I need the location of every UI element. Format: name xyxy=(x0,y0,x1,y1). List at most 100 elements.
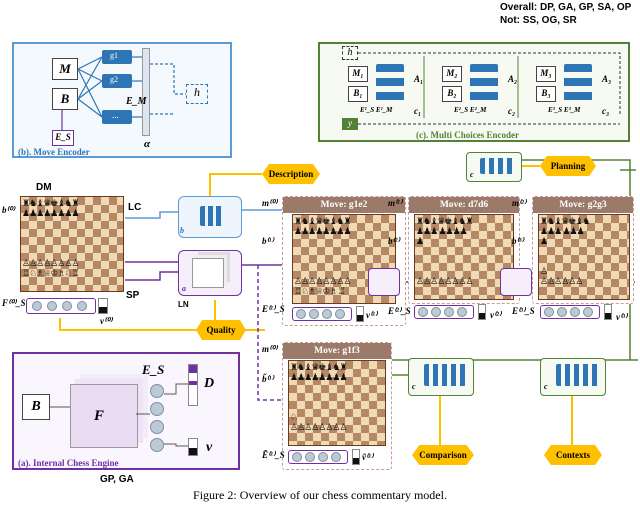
v-label: v xyxy=(206,440,213,455)
lc-encoder-cells xyxy=(200,206,224,226)
a1-label: A₁ xyxy=(414,74,424,84)
v-output xyxy=(188,438,198,456)
feature-node xyxy=(583,307,593,317)
feature-node xyxy=(457,307,467,317)
c2-label: c₂ xyxy=(508,106,516,116)
description-task: Description xyxy=(262,164,320,184)
engine-node xyxy=(150,438,164,452)
planning-task: Planning xyxy=(540,156,596,176)
contexts-cells xyxy=(556,364,598,386)
fs0-node xyxy=(32,301,42,311)
dm-pieces: ♜♞♝♛♚♝♞♜♟♟♟♟♟♟♟♟♙♙♙♙♙♙♙♙♖♘♗♕♔♗♘♖ xyxy=(22,198,80,278)
move-b-label: b⁽¹⁾ xyxy=(262,236,274,246)
move-pieces: ♜♞♝♛♚♝♞♜♟♟♟♟♟♟♟♟♙♙♙♙♙♙♙♙♖♘♗♕♔♗ ♖ xyxy=(294,216,352,296)
g3-label: ... xyxy=(112,110,119,120)
b1-box: B₁ xyxy=(348,86,368,102)
move-b-label: b⁽²⁾ xyxy=(388,236,400,246)
d-output xyxy=(188,364,198,406)
feature-node xyxy=(296,309,306,319)
move-title: Move: g1f3 xyxy=(283,343,391,359)
move-v-label: v⁽¹⁾ xyxy=(366,310,378,320)
comparison-cells xyxy=(424,364,466,386)
multi-choice-caption: (c). Multi Choices Encoder xyxy=(416,130,519,140)
move-title: Move: g2g3 xyxy=(533,197,633,213)
move-e-label: Ẽ⁽¹⁾_S xyxy=(262,450,285,460)
move-v-label: v⁽³⁾ xyxy=(616,312,628,322)
move-box: M xyxy=(52,58,78,80)
planning-cells xyxy=(480,158,516,174)
dm-label: DM xyxy=(36,182,52,193)
m2-box: M₂ xyxy=(442,66,462,82)
a2-label: A₂ xyxy=(508,74,518,84)
chess-engine-panel: B F E_S D v (a). Internal Chess Engine xyxy=(12,352,240,470)
move-v-label: ṽ⁽¹⁾ xyxy=(362,452,374,462)
value-box xyxy=(604,304,612,320)
engine-node xyxy=(150,384,164,398)
g2-cell xyxy=(102,74,132,88)
e2-label: E²_S E²_M xyxy=(454,106,487,114)
group1-cells xyxy=(376,64,404,104)
feature-node xyxy=(331,452,341,462)
feature-node xyxy=(570,307,580,317)
feature-node xyxy=(292,452,302,462)
engine-f-stack xyxy=(70,384,138,448)
move-m-label: m⁽⁰⁾ xyxy=(262,198,278,208)
v0-label: v⁽⁰⁾ xyxy=(100,316,113,326)
d-label: D xyxy=(204,376,215,391)
feature-node xyxy=(318,452,328,462)
engine-board-box: B xyxy=(22,394,50,420)
engine-node xyxy=(150,402,164,416)
fs0-node xyxy=(77,301,87,311)
g1-cell xyxy=(102,50,132,64)
move-board xyxy=(288,360,386,446)
h-box-c: h xyxy=(342,46,358,60)
move-title: Move: g1e2 xyxy=(283,197,405,213)
lc-label: LC xyxy=(128,202,142,213)
move-board xyxy=(414,214,514,300)
planning-c: c xyxy=(470,170,474,179)
not-line: Not: SS, OG, SR xyxy=(500,15,577,26)
fs0-label: F⁽⁰⁾_S xyxy=(2,298,26,308)
move-pieces: ♜♞♝♛♚♝♞♜♟♟♟♟♟♟♟♟ ♘♙♙♙♙♙♙♙♙ xyxy=(290,362,348,432)
group3-cells xyxy=(564,64,592,104)
group2-cells xyxy=(470,64,498,104)
value-box xyxy=(478,304,486,320)
lc-encoder-tag: b xyxy=(180,226,184,235)
c1-label: c₁ xyxy=(414,106,422,116)
move-m-label: m⁽⁰⁾ xyxy=(262,344,278,354)
feature-node xyxy=(444,307,454,317)
move-pieces: ♜♞♝♛♚♝♞♜♟♟♟ ♟♟♟♟ ♟♙♙♙♙♙♙♙♙ xyxy=(416,216,474,286)
b2-box: B₂ xyxy=(442,86,462,102)
move-board xyxy=(538,214,630,300)
a3-label: A₃ xyxy=(602,74,612,84)
fs0-node xyxy=(47,301,57,311)
board-box: B xyxy=(52,88,78,110)
feature-node xyxy=(544,307,554,317)
comparison-task: Comparison xyxy=(412,445,474,465)
m1-box: M₁ xyxy=(348,66,368,82)
move-e-label: E⁽¹⁾_S xyxy=(262,304,285,314)
move-e-label: E⁽³⁾_S xyxy=(512,306,535,316)
move-encoder-panel: M B E_S g1 g2 ... E_M α h (b). Move Enco… xyxy=(12,42,232,158)
figure-caption: Figure 2: Overview of our chess commenta… xyxy=(193,488,447,502)
move-e-label: E⁽²⁾_S xyxy=(388,306,411,316)
m3-box: M₃ xyxy=(536,66,556,82)
overall-summary: Overall: DP, GA, GP, SA, OP Not: SS, OG,… xyxy=(500,1,631,27)
e3-label: E³_S E³_M xyxy=(548,106,581,114)
transition-block xyxy=(368,268,400,296)
sp-label: SP xyxy=(126,290,140,301)
b3-box: B₃ xyxy=(536,86,556,102)
c3-label: c₃ xyxy=(602,106,610,116)
b0-label: b⁽⁰⁾ xyxy=(2,205,15,215)
feature-node xyxy=(309,309,319,319)
engine-node xyxy=(150,420,164,434)
g3-cell xyxy=(102,110,132,124)
feature-node xyxy=(322,309,332,319)
move-m-label: m⁽²⁾ xyxy=(512,198,527,208)
transition-block xyxy=(500,268,532,296)
feature-node xyxy=(431,307,441,317)
move-m-label: m⁽¹⁾ xyxy=(388,198,403,208)
feature-node xyxy=(305,452,315,462)
alpha-bar xyxy=(142,48,150,136)
overall-line: Overall: DP, GA, GP, SA, OP xyxy=(500,2,632,13)
